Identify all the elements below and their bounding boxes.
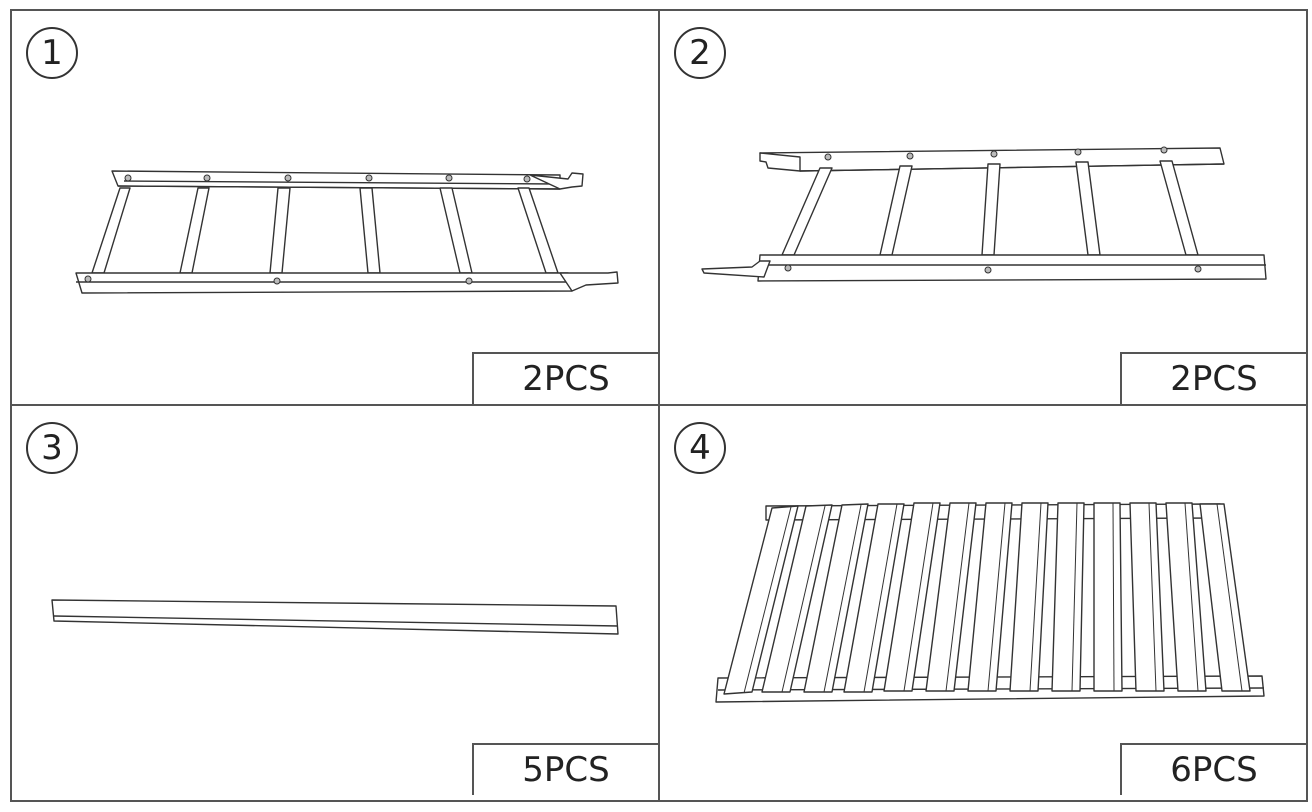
- part-number-badge: 4: [674, 422, 726, 474]
- ladder-frame-2-illustration: [660, 11, 1306, 404]
- slatted-shelf-illustration: [660, 406, 1306, 802]
- quantity-label: 5PCS: [472, 743, 658, 795]
- part-number-badge: 2: [674, 27, 726, 79]
- vertical-divider: [658, 9, 660, 802]
- panel-1: 1: [12, 11, 658, 404]
- part-number-badge: 3: [26, 422, 78, 474]
- panel-4: 4: [660, 406, 1306, 802]
- panel-3: 3 5PCS: [12, 406, 658, 802]
- part-number-badge: 1: [26, 27, 78, 79]
- crossbar-illustration: [12, 406, 658, 802]
- quantity-label: 2PCS: [472, 352, 658, 404]
- ladder-frame-1-illustration: [12, 11, 658, 404]
- quantity-label: 2PCS: [1120, 352, 1306, 404]
- panel-2: 2 2P: [660, 11, 1306, 404]
- quantity-label: 6PCS: [1120, 743, 1306, 795]
